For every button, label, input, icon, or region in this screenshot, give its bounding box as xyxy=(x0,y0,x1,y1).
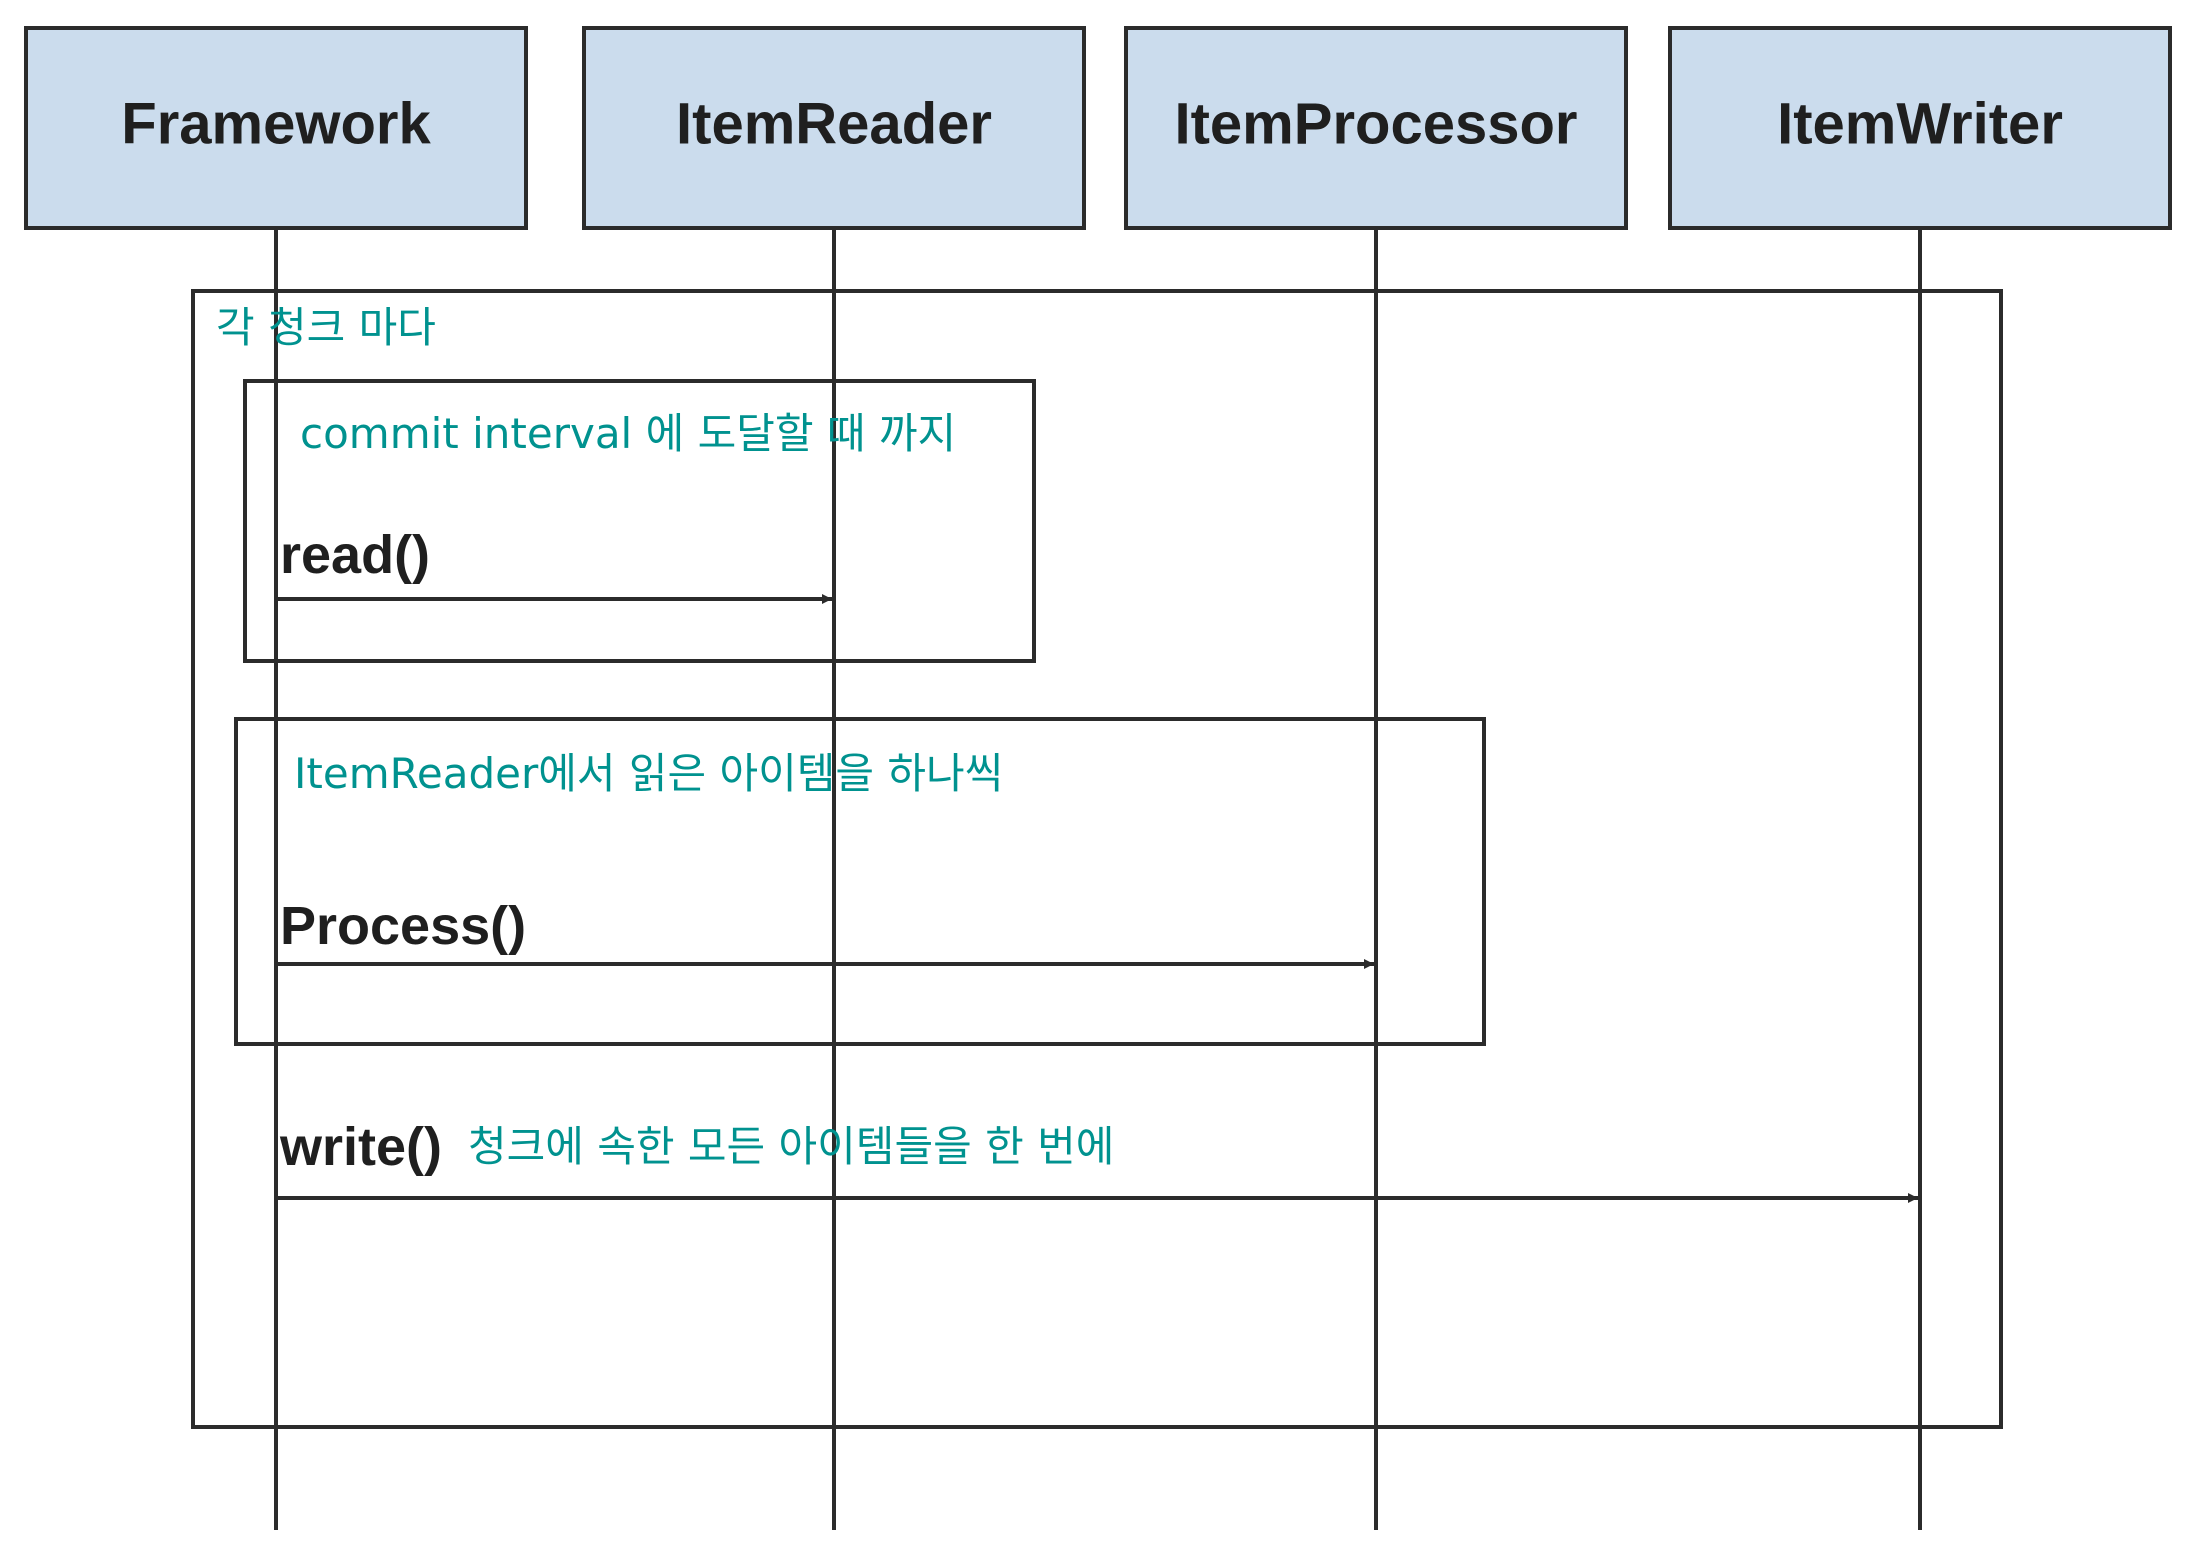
participant-itemprocessor-label: ItemProcessor xyxy=(1175,91,1578,156)
participant-framework: Framework xyxy=(24,26,528,230)
participant-itemwriter-label: ItemWriter xyxy=(1777,91,2063,156)
participant-itemreader: ItemReader xyxy=(582,26,1086,230)
process-loop-frame xyxy=(234,717,1486,1046)
write-message-note: 청크에 속한 모든 아이템들을 한 번에 xyxy=(468,1122,1114,1171)
participant-itemreader-label: ItemReader xyxy=(676,91,992,156)
read-loop-frame xyxy=(243,379,1036,663)
chunk-loop-label: 각 청크 마다 xyxy=(216,303,436,352)
write-message-label: write() xyxy=(279,1117,442,1177)
process-loop-label: ItemReader에서 읽은 아이템을 하나씩 xyxy=(294,749,1003,798)
participant-itemwriter: ItemWriter xyxy=(1668,26,2172,230)
process-message-label: Process() xyxy=(280,896,526,956)
read-loop-label: commit interval 에 도달할 때 까지 xyxy=(300,409,956,458)
participant-itemprocessor: ItemProcessor xyxy=(1124,26,1628,230)
read-message-label: read() xyxy=(280,525,430,585)
chunk-loop-frame xyxy=(191,289,2003,1429)
participant-framework-label: Framework xyxy=(121,91,431,156)
